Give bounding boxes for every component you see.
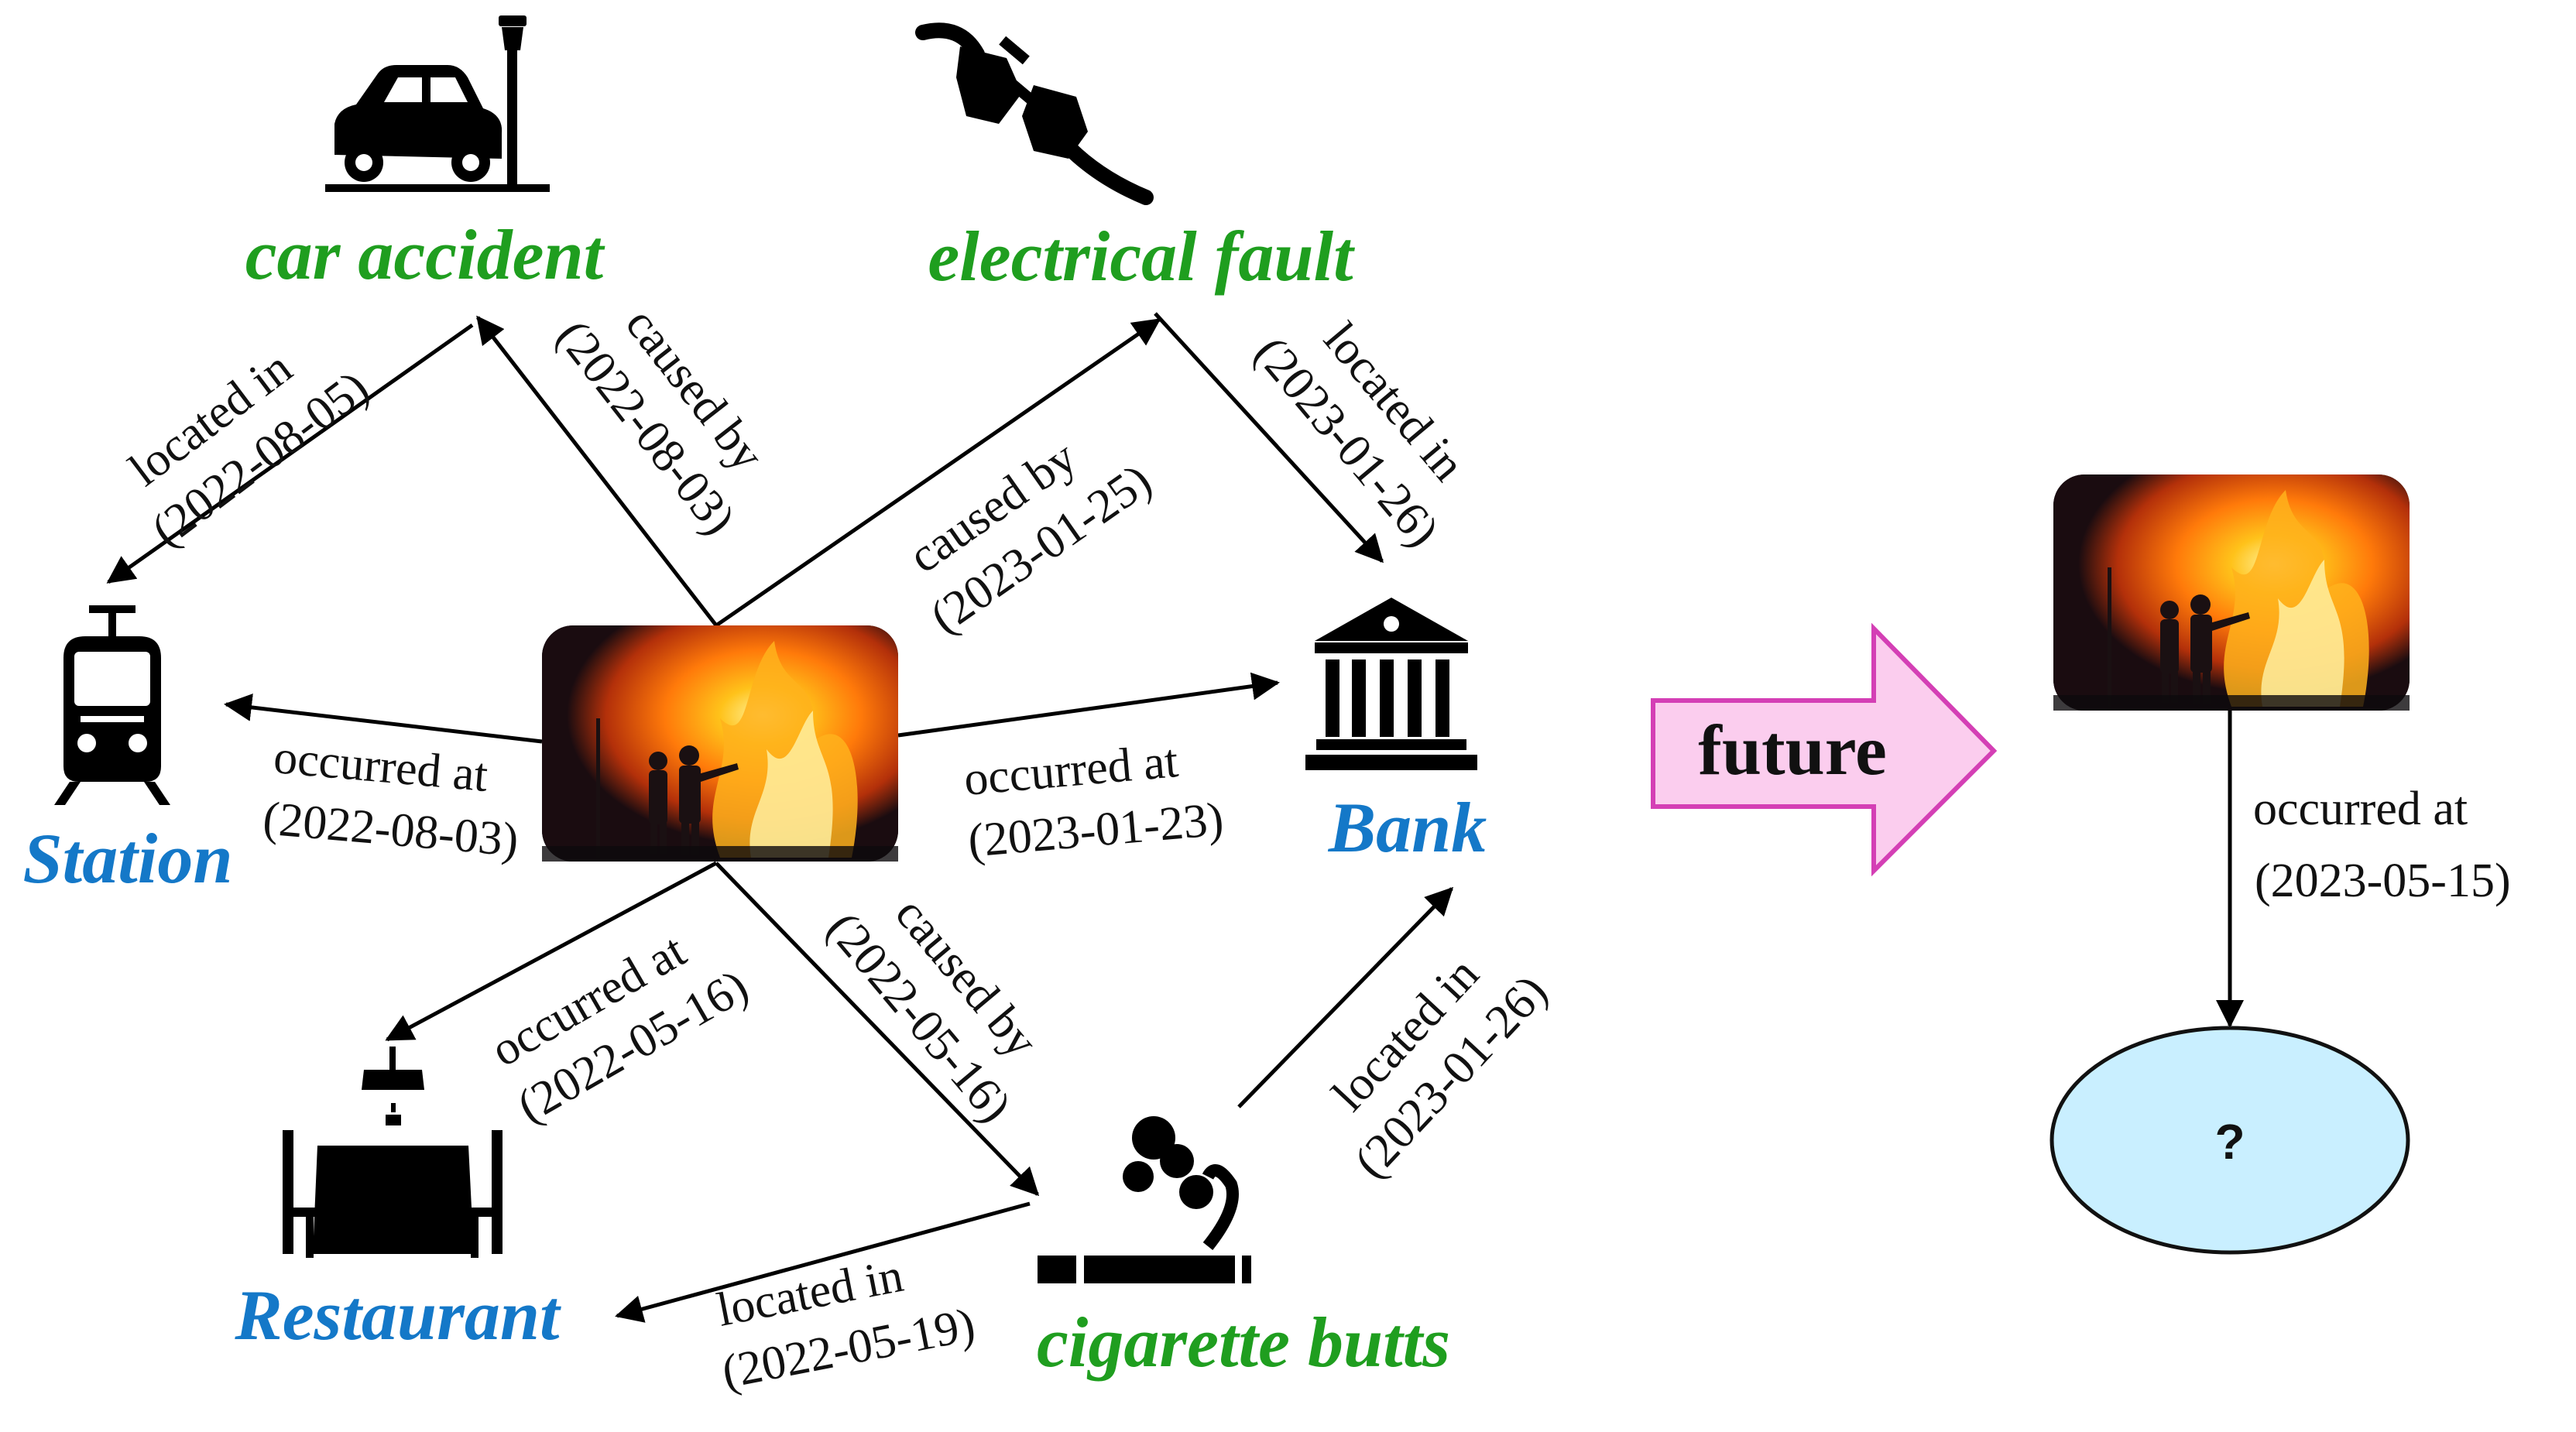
node-label-electrical-fault: electrical fault [928, 217, 1355, 296]
unknown-node: ? [2049, 1026, 2410, 1255]
edge-fire-station-line [224, 693, 543, 744]
edge-relation: occurred at [962, 735, 1180, 806]
edge-relation: occurred at [272, 731, 490, 802]
future-fire-event-photo [2053, 474, 2410, 711]
edge-label-electrical-bank: located in (2023-01-26) [1244, 313, 1475, 557]
edge-car-station-line [106, 323, 474, 584]
edge-electrical-bank-line [1154, 312, 1384, 564]
edge-fire-car-line [476, 315, 718, 627]
edge-date: (2023-01-23) [966, 793, 1226, 868]
edge-fire-electrical-line [715, 317, 1161, 628]
node-label-station: Station [22, 819, 232, 898]
edge-date: (2023-05-15) [2255, 855, 2511, 907]
future-label: future [1698, 711, 1887, 790]
edge-label-fire-bank: occurred at (2023-01-23) [962, 735, 1226, 868]
node-label-car-accident: car accident [245, 215, 605, 294]
edges [106, 312, 1454, 1323]
edge-relation: occurred at [2253, 783, 2468, 835]
cigarette-icon [1038, 1116, 1251, 1283]
edge-cigarette-restaurant-line [615, 1201, 1031, 1323]
edge-label-future-unknown: occurred at (2023-05-15) [2253, 783, 2511, 907]
edge-label-cigarette-bank: located in (2023-01-26) [1322, 947, 1558, 1188]
edge-label-cigarette-restaurant: located in (2022-05-19) [713, 1249, 979, 1399]
edge-label-fire-electrical: caused by (2023-01-25) [900, 431, 1161, 644]
dining-table-icon [283, 1047, 503, 1258]
edge-cigarette-bank-line [1237, 886, 1454, 1108]
tram-icon [54, 605, 170, 805]
edge-label-car-station: located in (2022-08-05) [120, 341, 379, 557]
edge-label-fire-car: caused by (2022-08-03) [547, 298, 774, 544]
node-label-restaurant: Restaurant [234, 1276, 561, 1355]
edge-label-fire-restaurant: occurred at (2022-05-16) [482, 924, 756, 1133]
car-crash-icon [325, 15, 550, 192]
future-arrow: future [1651, 622, 1998, 877]
edge-fire-cigarette-line [715, 862, 1040, 1197]
edge-fire-restaurant-line [385, 861, 718, 1042]
unknown-label: ? [2214, 1114, 2245, 1170]
node-label-bank: Bank [1328, 788, 1487, 867]
bank-icon [1305, 598, 1477, 770]
edge-label-fire-station: occurred at (2022-08-03) [261, 731, 520, 867]
fire-event-photo [542, 625, 898, 862]
edge-date: (2022-08-03) [261, 792, 520, 867]
node-label-cigarette-butts: cigarette butts [1037, 1303, 1450, 1382]
plug-icon [915, 22, 1154, 205]
edge-label-fire-cigarette: caused by (2022-05-16) [817, 888, 1048, 1132]
edge-fire-bank-line [897, 672, 1280, 738]
